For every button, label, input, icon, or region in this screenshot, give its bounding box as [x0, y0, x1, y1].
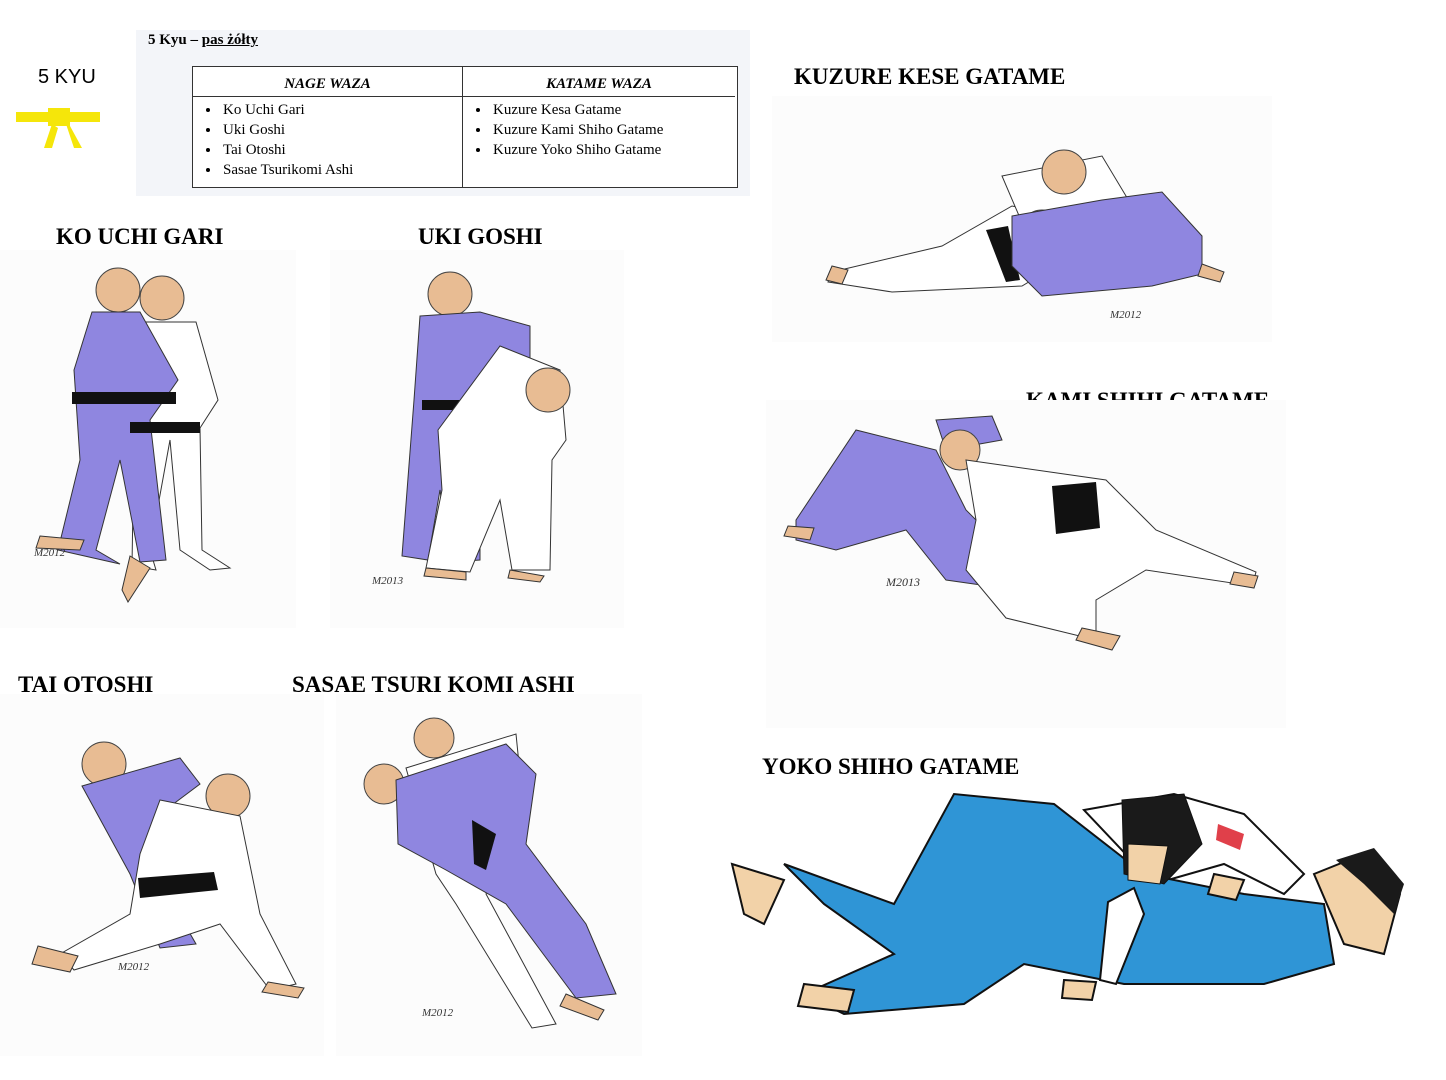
yellow-belt-icon	[16, 108, 100, 150]
illustration-ko-uchi-gari: M2012	[0, 250, 296, 628]
list-item: Kuzure Kesa Gatame	[491, 100, 735, 120]
header-nage-waza: NAGE WAZA	[193, 67, 463, 97]
artist-signature: M2012	[33, 547, 66, 559]
document-title: 5 Kyu – pas żółty	[148, 32, 259, 48]
illustration-uki-goshi: M2013	[330, 250, 624, 628]
rank-label: 5 KYU	[38, 66, 96, 88]
artist-signature: M2013	[885, 575, 920, 589]
header-katame-waza: KATAME WAZA	[463, 67, 735, 97]
list-item: Kuzure Yoko Shiho Gatame	[491, 140, 735, 160]
list-item: Kuzure Kami Shiho Gatame	[491, 120, 735, 140]
technique-list-document: 5 Kyu – pas żółty NAGE WAZA KATAME WAZA …	[136, 30, 750, 196]
artist-signature: M2012	[1109, 309, 1142, 321]
artist-signature: M2012	[421, 1007, 454, 1019]
nage-waza-column: Ko Uchi Gari Uki Goshi Tai Otoshi Sasae …	[193, 97, 463, 187]
technique-table: NAGE WAZA KATAME WAZA Ko Uchi Gari Uki G…	[192, 66, 738, 188]
illustration-yoko-shiho-gatame	[724, 784, 1428, 1024]
label-sasae-tsuri-komi-ashi: SASAE TSURI KOMI ASHI	[292, 672, 575, 697]
list-item: Sasae Tsurikomi Ashi	[221, 160, 462, 180]
illustration-tai-otoshi: M2012	[0, 694, 324, 1056]
list-item: Uki Goshi	[221, 120, 462, 140]
katame-waza-column: Kuzure Kesa Gatame Kuzure Kami Shiho Gat…	[463, 97, 735, 187]
label-uki-goshi: UKI GOSHI	[418, 224, 543, 249]
label-yoko-shiho-gatame: YOKO SHIHO GATAME	[762, 754, 1020, 779]
artist-signature: M2013	[371, 575, 404, 587]
label-tai-otoshi: TAI OTOSHI	[18, 672, 154, 697]
label-ko-uchi-gari: KO UCHI GARI	[56, 224, 224, 249]
illustration-sasae-tsuri-komi-ashi: M2012	[336, 694, 642, 1056]
list-item: Tai Otoshi	[221, 140, 462, 160]
label-kuzure-kese-gatame: KUZURE KESE GATAME	[794, 64, 1066, 89]
list-item: Ko Uchi Gari	[221, 100, 462, 120]
artist-signature: M2012	[117, 961, 150, 973]
illustration-kuzure-kese-gatame: M2012	[772, 96, 1272, 342]
illustration-kami-shihi-gatame: M2013	[766, 400, 1286, 728]
